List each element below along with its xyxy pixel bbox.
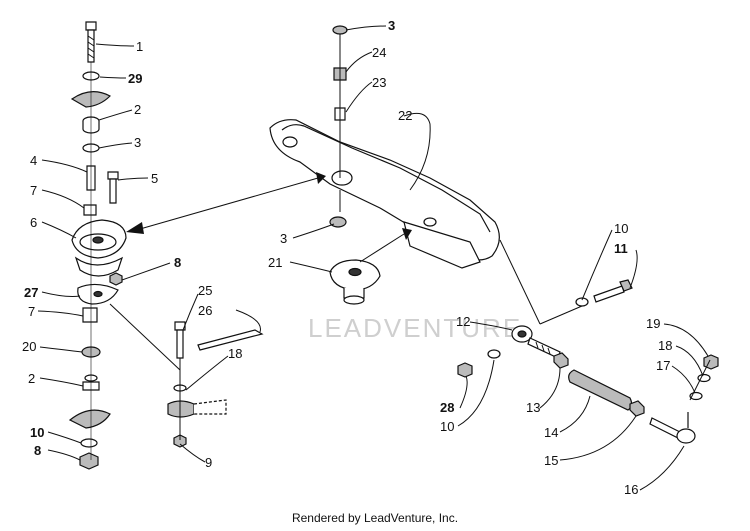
part-15-jam-nut [629, 400, 645, 417]
part-18-washer-right [697, 373, 711, 383]
left-mount-stack [68, 21, 181, 470]
part-25-bolt [174, 321, 186, 359]
part-21-pivot [329, 259, 381, 305]
callout-3-lower: 3 [280, 231, 287, 246]
part-27-base [77, 283, 119, 305]
callout-5: 5 [151, 171, 158, 186]
part-14-tie-rod-tube [568, 369, 633, 411]
callout-19: 19 [646, 316, 660, 331]
part-8-nut-lower [79, 452, 99, 470]
part-12-rod-end [511, 325, 561, 359]
callout-4: 4 [30, 153, 37, 168]
callout-28: 28 [440, 400, 454, 415]
part-link-end-left [167, 399, 227, 418]
callout-12: 12 [456, 314, 470, 329]
part-3-washer-lower [329, 216, 347, 228]
part-28-nut [457, 362, 473, 378]
footer-credit: Rendered by LeadVenture, Inc. [291, 511, 459, 525]
callout-26: 26 [198, 303, 212, 318]
part-26-cotter-pin [197, 329, 264, 351]
callout-18-right: 18 [658, 338, 672, 353]
leader-lines [37, 25, 709, 491]
part-5-bolt [107, 171, 119, 204]
callout-14: 14 [544, 425, 558, 440]
callout-10: 10 [30, 425, 44, 440]
callout-1: 1 [136, 39, 143, 54]
part-7-bushing-lower [82, 307, 98, 323]
callout-8: 8 [174, 255, 181, 270]
callout-7: 7 [30, 183, 37, 198]
part-7-bushing-top [83, 204, 97, 216]
callout-10-lower-right: 10 [440, 419, 454, 434]
callout-17: 17 [656, 358, 670, 373]
part-10-washer-lower-right [487, 349, 501, 359]
callout-29: 29 [128, 71, 142, 86]
part-10-washer-left [80, 438, 98, 448]
arrow-pivot-to-arm [359, 228, 412, 263]
watermark-text: LEADVENTURE [308, 313, 522, 343]
part-plate-lower [68, 409, 111, 429]
part-8-nut-upper [109, 272, 123, 286]
callout-25: 25 [198, 283, 212, 298]
callout-11: 11 [614, 241, 628, 256]
callout-23: 23 [372, 75, 386, 90]
callout-27: 27 [24, 285, 38, 300]
callout-6: 6 [30, 215, 37, 230]
callout-8-lower: 8 [34, 443, 41, 458]
callout-7-lower: 7 [28, 304, 35, 319]
callout-2: 2 [134, 102, 141, 117]
callout-3-top: 3 [388, 18, 395, 33]
callout-3: 3 [134, 135, 141, 150]
callout-24: 24 [372, 45, 386, 60]
arrow-arm-to-mount [126, 172, 326, 234]
part-13-jam-nut [553, 352, 569, 369]
part-16-rod-end [649, 412, 696, 444]
callout-2-lower: 2 [28, 371, 35, 386]
part-1-bolt [85, 21, 97, 63]
callout-18: 18 [228, 346, 242, 361]
part-11-bolt [593, 279, 633, 303]
callout-22: 22 [398, 108, 412, 123]
part-6-mount [71, 219, 127, 277]
callout-16: 16 [624, 482, 638, 497]
callout-20: 20 [22, 339, 36, 354]
callout-10-right: 10 [614, 221, 628, 236]
part-22-steering-arm [269, 119, 500, 269]
left-middle-group [167, 321, 264, 448]
callout-labels: 1 29 2 3 4 5 7 6 8 27 7 20 2 10 8 25 26 … [22, 18, 672, 497]
callout-15: 15 [544, 453, 558, 468]
tie-rod-assembly [457, 239, 719, 444]
part-3-washer-top [332, 25, 348, 35]
callout-13: 13 [526, 400, 540, 415]
callout-21: 21 [268, 255, 282, 270]
callout-9: 9 [205, 455, 212, 470]
